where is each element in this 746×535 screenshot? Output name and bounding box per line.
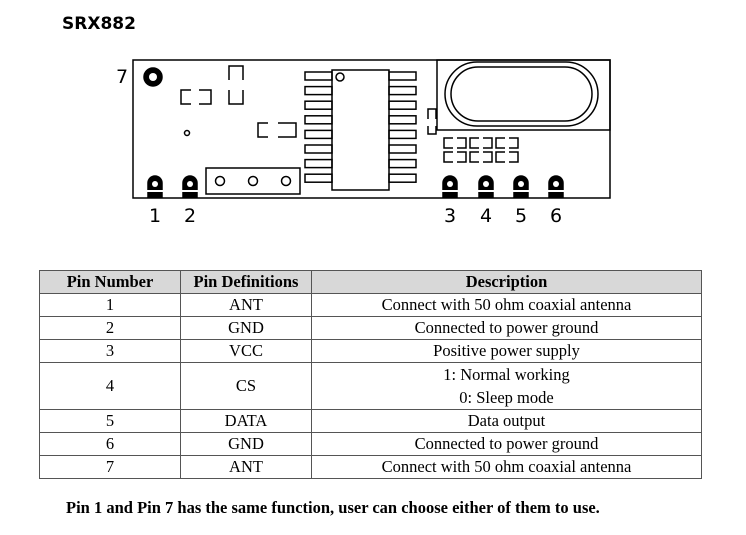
- smd-pad: [509, 151, 519, 163]
- table-header-row: Pin Number Pin Definitions Description: [39, 270, 702, 294]
- ic-leg: [388, 100, 417, 110]
- smd-pad: [483, 151, 493, 163]
- cell-pin-number: 7: [39, 455, 181, 479]
- smd-pad: [443, 137, 453, 149]
- pin-3-pad: [442, 175, 458, 198]
- ic-leg: [388, 71, 417, 81]
- description-line: Positive power supply: [433, 341, 580, 360]
- pin-5-pad: [513, 175, 529, 198]
- cell-description: Connected to power ground: [311, 316, 702, 340]
- ic-leg: [304, 158, 333, 169]
- bottom-pins: 1 2 3 4 5 6: [147, 175, 564, 227]
- description-line: Connected to power ground: [414, 434, 599, 453]
- smd-pad: [457, 137, 467, 149]
- footnote: Pin 1 and Pin 7 has the same function, u…: [66, 498, 600, 517]
- pin-2-pad: [182, 175, 198, 198]
- smd-pad: [443, 151, 453, 163]
- smd-pad: [469, 151, 479, 163]
- description-line: Connect with 50 ohm coaxial antenna: [381, 457, 632, 476]
- description-line: Data output: [467, 411, 546, 430]
- cell-pin-number: 5: [39, 409, 181, 433]
- ic-leg: [304, 71, 333, 81]
- header-pin-number: Pin Number: [39, 270, 181, 294]
- pin-4-pad: [478, 175, 494, 198]
- cell-pin-definition: DATA: [180, 409, 312, 433]
- description-line: Connected to power ground: [414, 318, 599, 337]
- description-line: 0: Sleep mode: [459, 388, 554, 407]
- cell-pin-definition: ANT: [180, 455, 312, 479]
- pin-6-label: 6: [550, 205, 562, 227]
- crystal-oscillator: [436, 59, 611, 131]
- smd-pad: [495, 151, 505, 163]
- ic-leg: [388, 115, 417, 125]
- ic-leg: [388, 85, 417, 96]
- ic-leg: [304, 144, 333, 154]
- cell-description: Connected to power ground: [311, 432, 702, 456]
- cell-description: 1: Normal working 0: Sleep mode: [311, 362, 702, 410]
- ic-leg: [304, 173, 333, 183]
- cell-pin-number: 3: [39, 339, 181, 363]
- ic-leg: [388, 158, 417, 169]
- pin-1-pad: [147, 175, 163, 198]
- header-description: Description: [311, 270, 702, 294]
- ic-leg: [304, 129, 333, 140]
- cell-description: Connect with 50 ohm coaxial antenna: [311, 455, 702, 479]
- cell-description: Data output: [311, 409, 702, 433]
- ic-leg: [304, 115, 333, 125]
- ic-leg: [304, 100, 333, 110]
- cell-pin-definition: GND: [180, 316, 312, 340]
- description-line: 1: Normal working: [443, 365, 570, 384]
- module-title: SRX882: [62, 14, 136, 34]
- ic-leg: [388, 129, 417, 140]
- ic-leg: [388, 173, 417, 183]
- ic-chip: [304, 69, 417, 191]
- cell-pin-number: 1: [39, 293, 181, 317]
- cell-pin-definition: ANT: [180, 293, 312, 317]
- smd-pad: [509, 137, 519, 149]
- pin-1-label: 1: [149, 205, 161, 227]
- component-cluster-right: [427, 108, 519, 163]
- pin-2-label: 2: [184, 205, 196, 227]
- ic-leg: [304, 85, 333, 96]
- pin-4-label: 4: [480, 205, 492, 227]
- cell-description: Positive power supply: [311, 339, 702, 363]
- pin-6-pad: [548, 175, 564, 198]
- cell-pin-definition: VCC: [180, 339, 312, 363]
- pin-definition-table: Pin Number Pin Definitions Description 1…: [39, 270, 702, 479]
- smd-pad: [457, 151, 467, 163]
- header-pin-definitions: Pin Definitions: [180, 270, 312, 294]
- cell-pin-number: 4: [39, 362, 181, 410]
- smd-pad: [483, 137, 493, 149]
- cell-pin-number: 6: [39, 432, 181, 456]
- pin-header: [205, 167, 301, 195]
- pin-3-label: 3: [444, 205, 456, 227]
- cell-pin-definition: CS: [180, 362, 312, 410]
- smd-pad: [495, 137, 505, 149]
- ic-leg: [388, 144, 417, 154]
- module-diagram: 7 1 2 3 4 5 6: [116, 59, 611, 227]
- cell-pin-definition: GND: [180, 432, 312, 456]
- description-line: Connect with 50 ohm coaxial antenna: [381, 295, 632, 314]
- pin-7-label: 7: [116, 66, 128, 88]
- cell-pin-number: 2: [39, 316, 181, 340]
- pin-5-label: 5: [515, 205, 527, 227]
- cell-description: Connect with 50 ohm coaxial antenna: [311, 293, 702, 317]
- smd-pad: [469, 137, 479, 149]
- component-cluster-left: [180, 65, 297, 138]
